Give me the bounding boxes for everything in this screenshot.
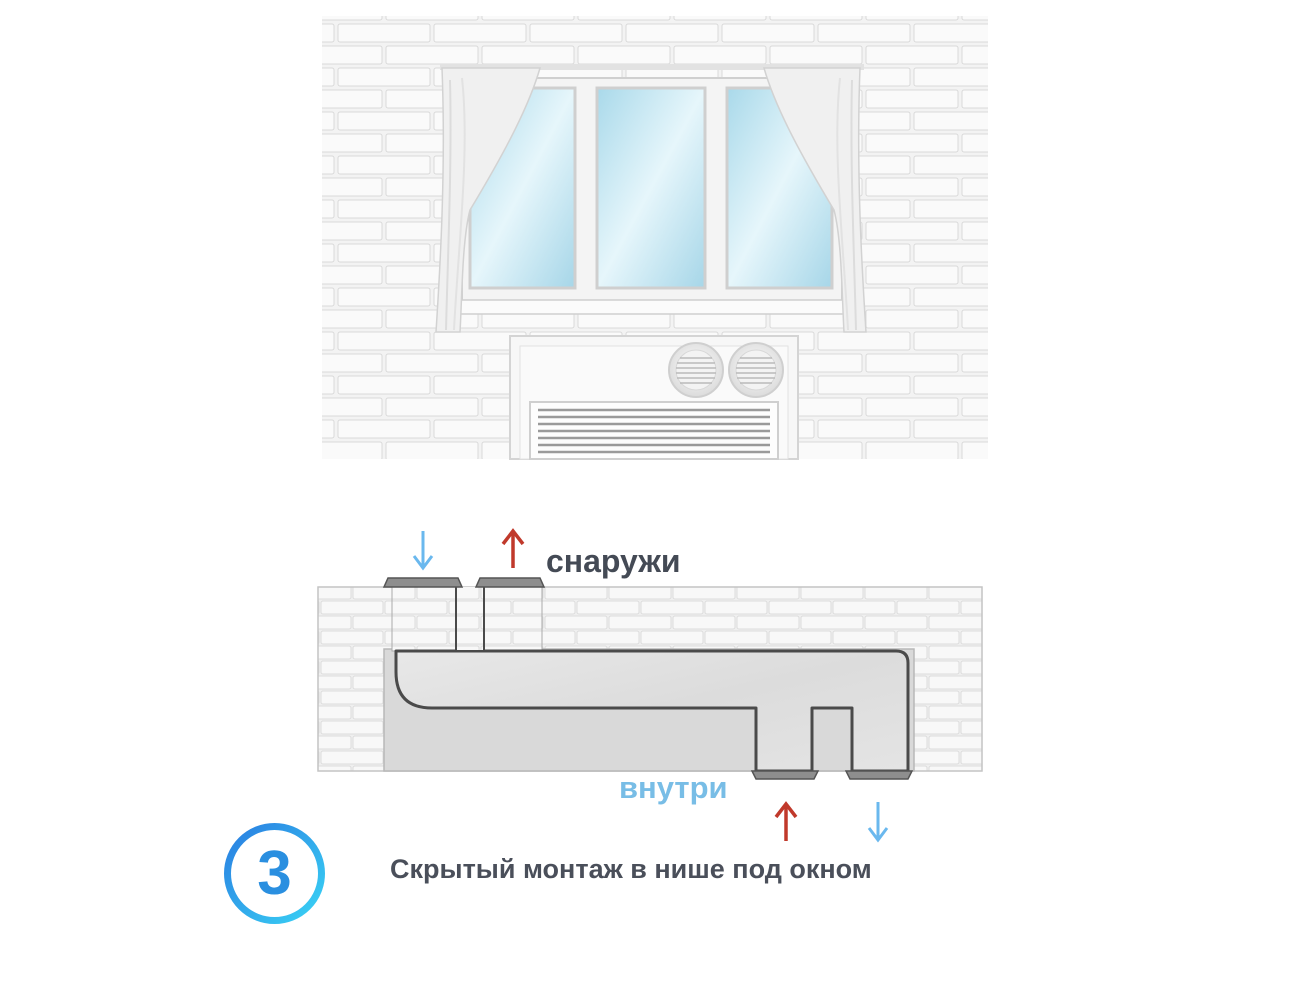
inside-label: внутри [619, 770, 728, 805]
step-badge-ring [224, 823, 325, 924]
window [449, 77, 855, 315]
arrow-up-icon [774, 801, 798, 841]
recuperator-unit [394, 649, 910, 773]
ventilation-grille [529, 401, 779, 460]
curtains [435, 64, 867, 333]
outside-channel-right [483, 586, 543, 652]
outside-vent-cap-left [382, 577, 464, 588]
curtain-rod [440, 64, 864, 70]
inside-vent-cap-right [844, 770, 914, 780]
curtain-left [435, 67, 541, 333]
wall-niche [509, 335, 799, 460]
round-vent-right [728, 342, 784, 398]
step-badge: 3 [223, 822, 326, 925]
arrow-down-icon [412, 531, 434, 571]
wall-illustration [322, 16, 988, 460]
cross-section-diagram [317, 528, 983, 843]
window-pane-center [595, 86, 707, 290]
inside-vent-cap-left [750, 770, 820, 780]
outside-channel-left [391, 586, 457, 652]
curtain-right [763, 67, 867, 333]
outside-vent-cap-right [474, 577, 546, 588]
step-number: 3 [257, 839, 292, 908]
round-vent-left [668, 342, 724, 398]
arrow-down-icon [867, 802, 889, 843]
outside-label: снаружи [546, 543, 681, 579]
arrow-up-icon [501, 528, 525, 568]
window-sill [449, 299, 855, 315]
caption: Скрытый монтаж в нише под окном [390, 854, 872, 884]
